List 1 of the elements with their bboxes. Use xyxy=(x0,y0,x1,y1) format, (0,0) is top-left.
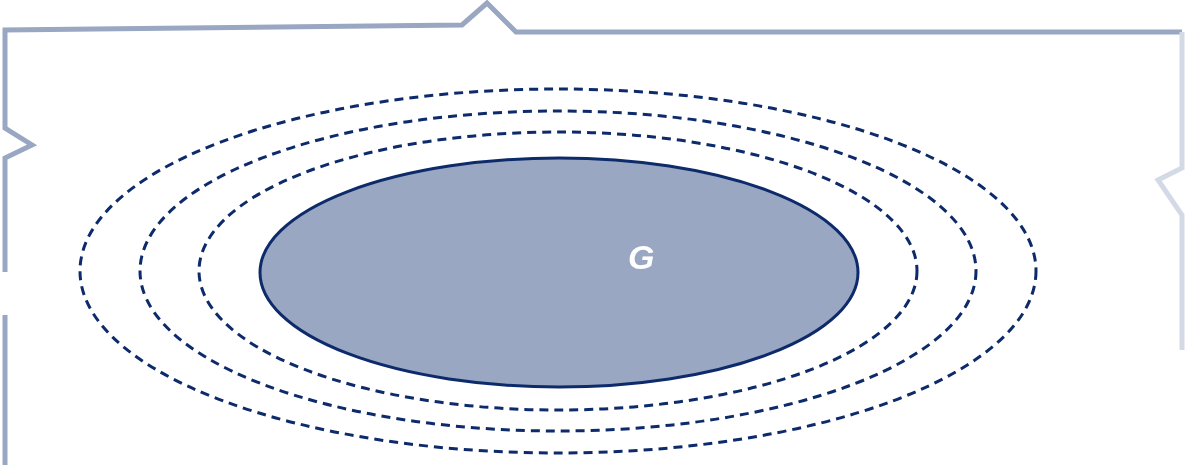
region-label: G xyxy=(628,240,655,274)
